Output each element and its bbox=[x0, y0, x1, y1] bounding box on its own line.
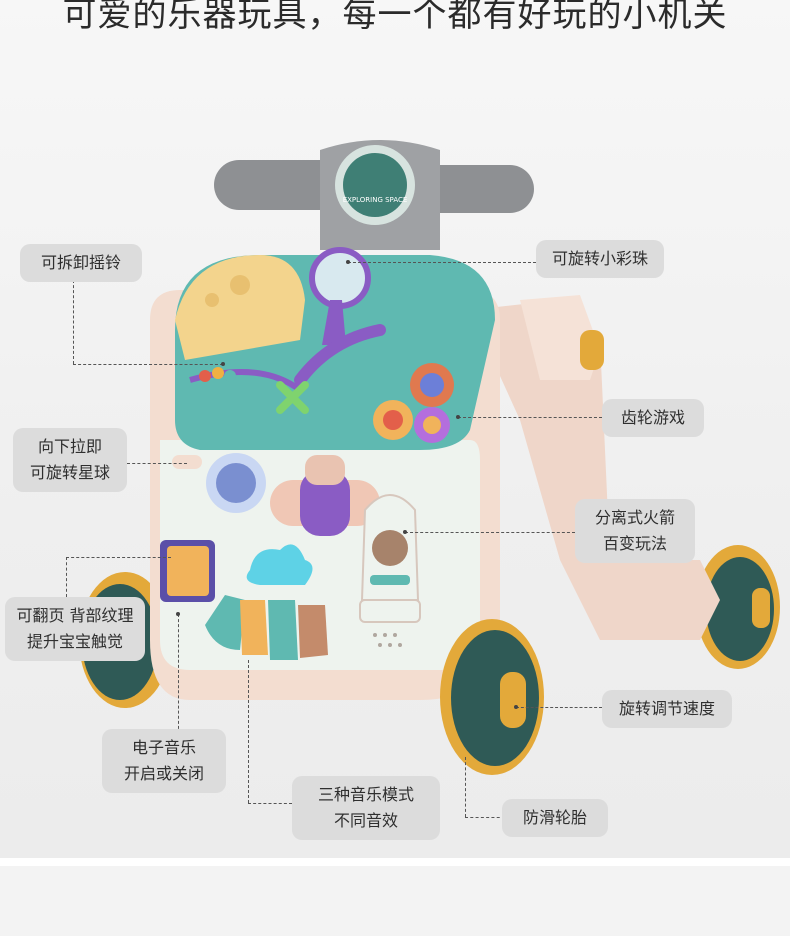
leader-knob bbox=[516, 707, 602, 708]
leader-flip-v bbox=[66, 557, 67, 597]
callout-music-switch: 电子音乐 开启或关闭 bbox=[102, 729, 226, 793]
leader-switch bbox=[178, 614, 179, 734]
callout-rotating-beads: 可旋转小彩珠 bbox=[536, 240, 664, 278]
callout-detachable-rattle: 可拆卸摇铃 bbox=[20, 244, 142, 282]
leader-modes-h bbox=[248, 803, 292, 804]
flip-book bbox=[160, 540, 215, 602]
leader-beads-dot bbox=[346, 260, 350, 264]
leader-tire-v bbox=[465, 757, 466, 817]
handle-badge-text: EXPLORING SPACE bbox=[343, 196, 408, 204]
callout-pull-down-planet: 向下拉即 可旋转星球 bbox=[13, 428, 127, 492]
leader-tire-h bbox=[465, 817, 505, 818]
callout-music-modes: 三种音乐模式 不同音效 bbox=[292, 776, 440, 840]
leader-switch-dot bbox=[176, 612, 180, 616]
leader-rocket bbox=[405, 532, 575, 533]
side-lock bbox=[580, 330, 604, 370]
leader-rattle-h bbox=[73, 364, 223, 365]
speaker-grill bbox=[373, 633, 402, 647]
leader-flip-h bbox=[66, 557, 171, 558]
music-keys bbox=[205, 595, 328, 660]
headline: 可爱的乐器玩具，每一个都有好玩的小机关 bbox=[62, 0, 728, 35]
gears bbox=[373, 363, 454, 443]
callout-flip-page: 可翻页 背部纹理 提升宝宝触觉 bbox=[5, 597, 145, 661]
rotating-beads bbox=[294, 247, 386, 386]
leader-beads bbox=[348, 262, 536, 263]
leader-rocket-dot bbox=[403, 530, 407, 534]
bottom-strip bbox=[0, 866, 790, 936]
callout-gear-game: 齿轮游戏 bbox=[602, 399, 704, 437]
baby-walker-toy: EXPLORING SPACE bbox=[79, 140, 780, 775]
leader-rattle-dot bbox=[221, 362, 225, 366]
moon-rattle bbox=[175, 255, 305, 360]
roller bbox=[270, 455, 380, 536]
cloud bbox=[246, 544, 313, 585]
front-right-wheel bbox=[440, 619, 544, 775]
leader-planet bbox=[127, 463, 187, 464]
leader-rattle-v bbox=[73, 280, 74, 364]
rear-right-wheel bbox=[696, 545, 780, 669]
rocket bbox=[359, 494, 421, 623]
handle-bar bbox=[214, 140, 534, 250]
leader-modes-v bbox=[248, 660, 249, 803]
callout-speed-knob: 旋转调节速度 bbox=[602, 690, 732, 728]
planet bbox=[172, 453, 266, 513]
callout-anti-slip-tires: 防滑轮胎 bbox=[502, 799, 608, 837]
right-frame bbox=[470, 300, 720, 640]
leader-gears bbox=[458, 417, 602, 418]
callout-detachable-rocket: 分离式火箭 百变玩法 bbox=[575, 499, 695, 563]
leader-gears-dot bbox=[456, 415, 460, 419]
leader-knob-dot bbox=[514, 705, 518, 709]
